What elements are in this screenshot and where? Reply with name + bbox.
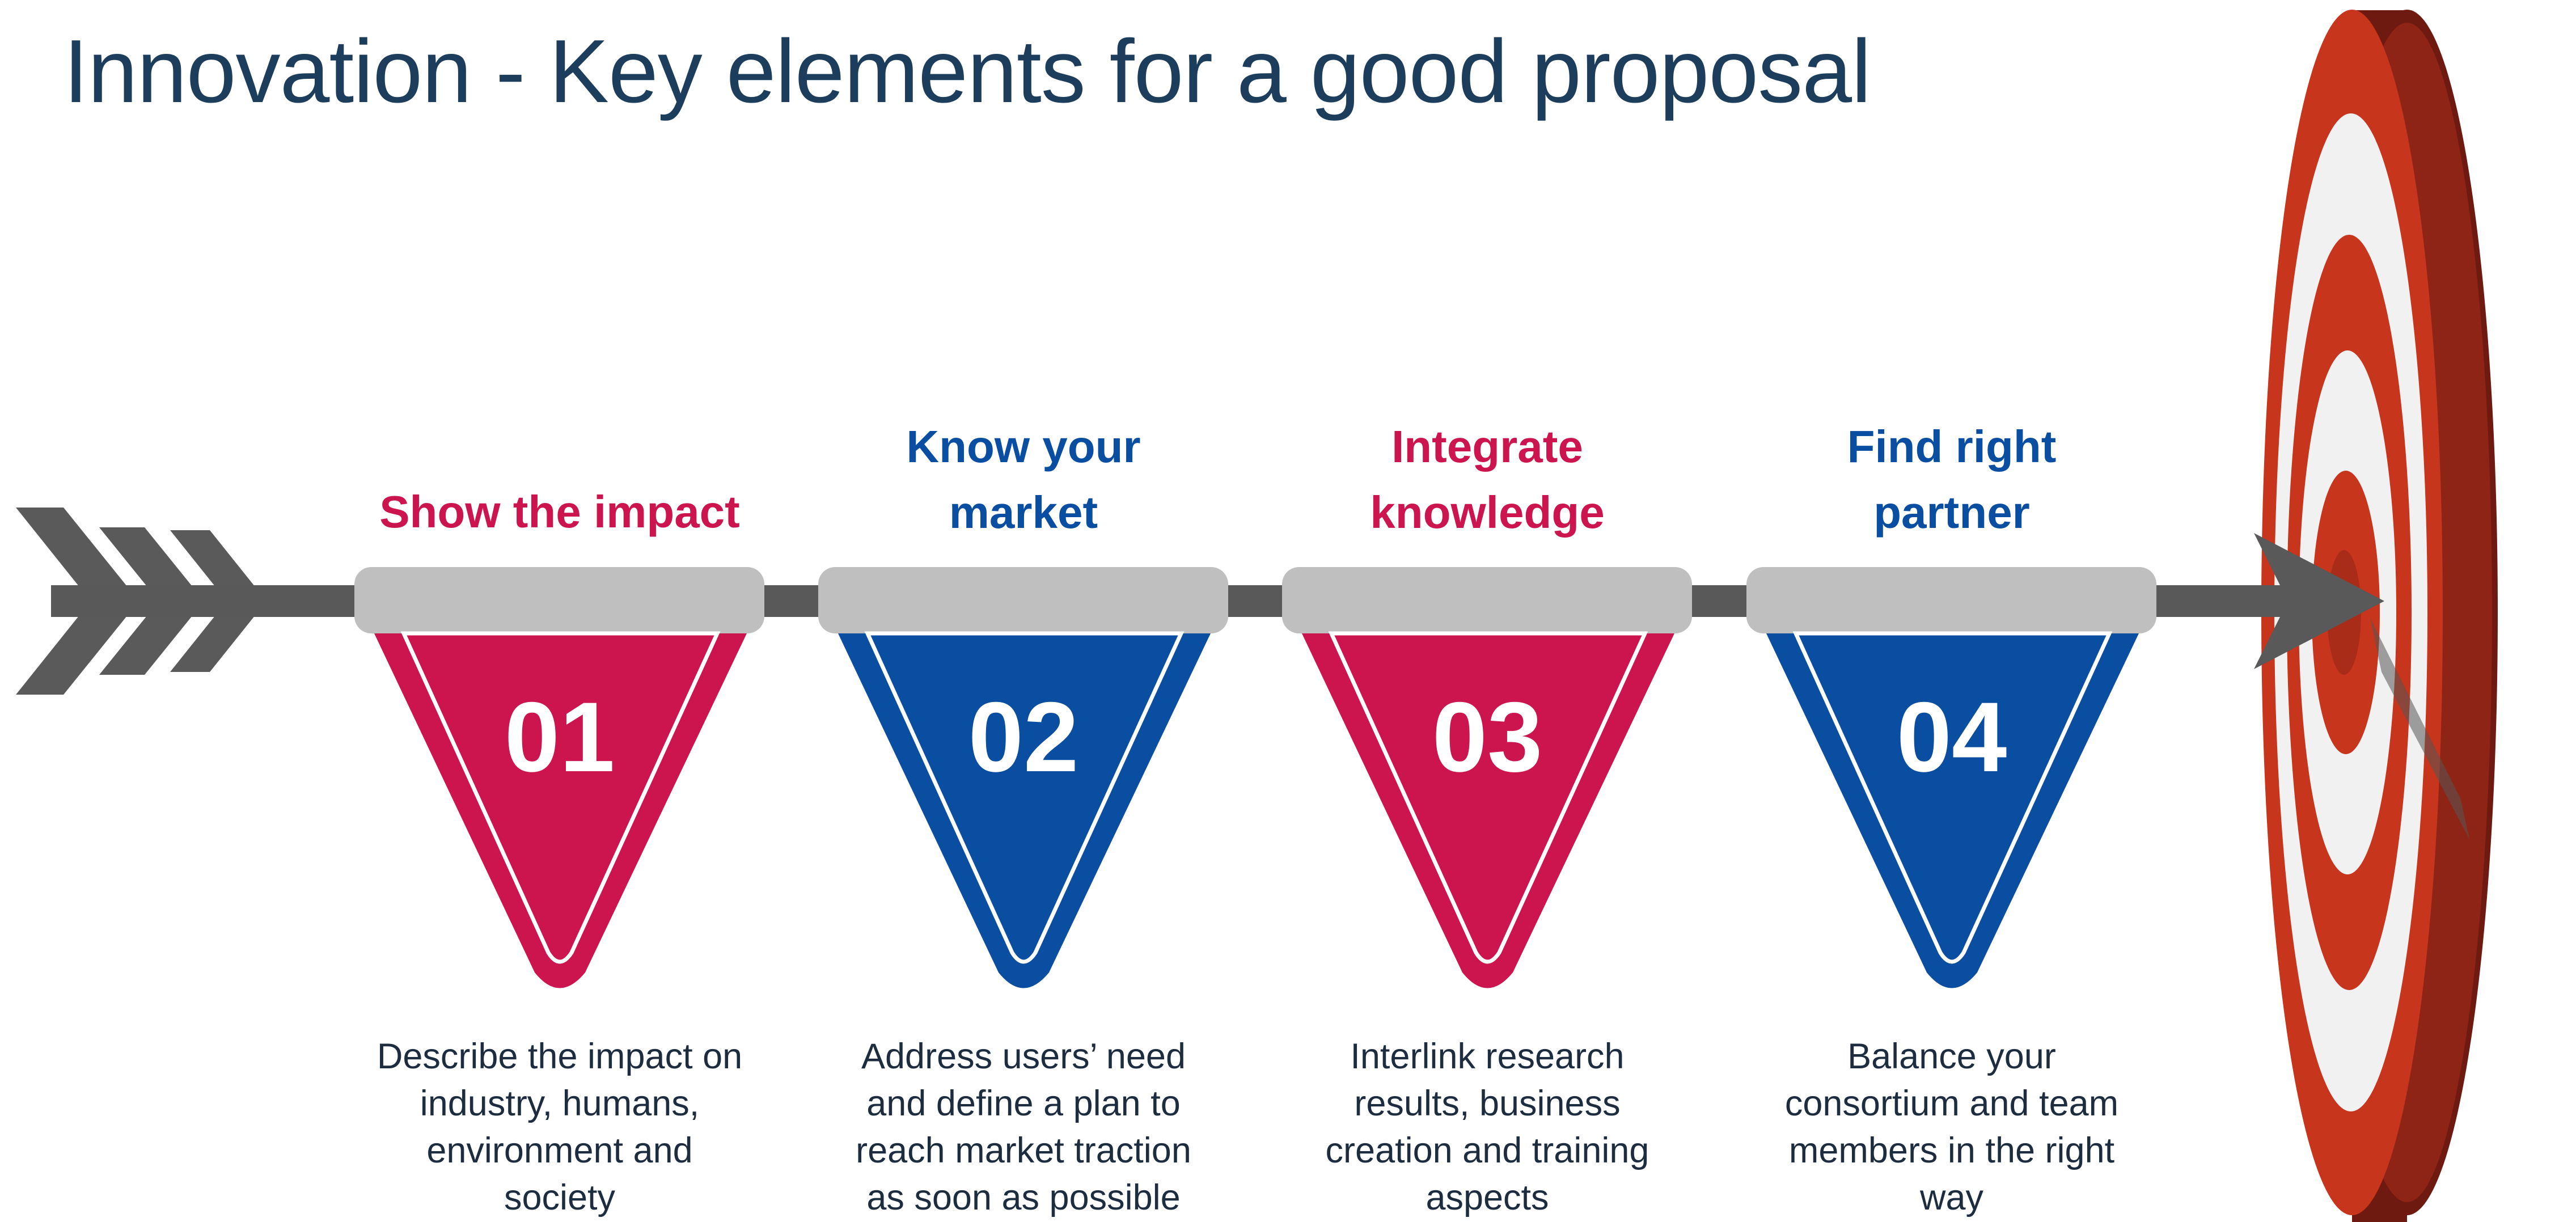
step-marker-02: 02: [818, 567, 1228, 988]
step-number-03: 03: [1432, 682, 1543, 793]
arrow-head-icon: [2254, 533, 2384, 669]
step-number-02: 02: [968, 682, 1079, 793]
step-description-04: Balance your consortium and team members…: [1784, 1037, 2119, 1218]
step-description-01: Describe the impact on industry, humans,…: [377, 1037, 743, 1218]
step-number-01: 01: [505, 682, 615, 793]
step-number-04: 04: [1897, 682, 2007, 793]
step-bar-03: [1282, 567, 1692, 633]
step-marker-03: 03: [1282, 567, 1692, 988]
pennant-03: [1302, 633, 1674, 988]
step-marker-04: 04: [1746, 567, 2156, 988]
step-description-03: Interlink research results, business cre…: [1325, 1037, 1649, 1218]
pennant-02: [838, 633, 1211, 988]
page-title: Innovation - Key elements for a good pro…: [64, 22, 1871, 121]
step-bar-04: [1746, 567, 2156, 633]
step-marker-01: 01: [354, 567, 764, 988]
target-board-icon: [2261, 10, 2498, 1222]
step-heading-02: Know your market: [906, 421, 1141, 538]
step-description-02: Address users’ need and define a plan to…: [856, 1037, 1191, 1218]
pennant-04: [1766, 633, 2139, 988]
pennant-01: [374, 633, 747, 988]
step-bar-01: [354, 567, 764, 633]
step-heading-01: Show the impact: [379, 487, 740, 537]
step-bar-02: [818, 567, 1228, 633]
step-heading-04: Find right partner: [1847, 421, 2057, 538]
step-heading-03: Integrate knowledge: [1370, 421, 1605, 538]
